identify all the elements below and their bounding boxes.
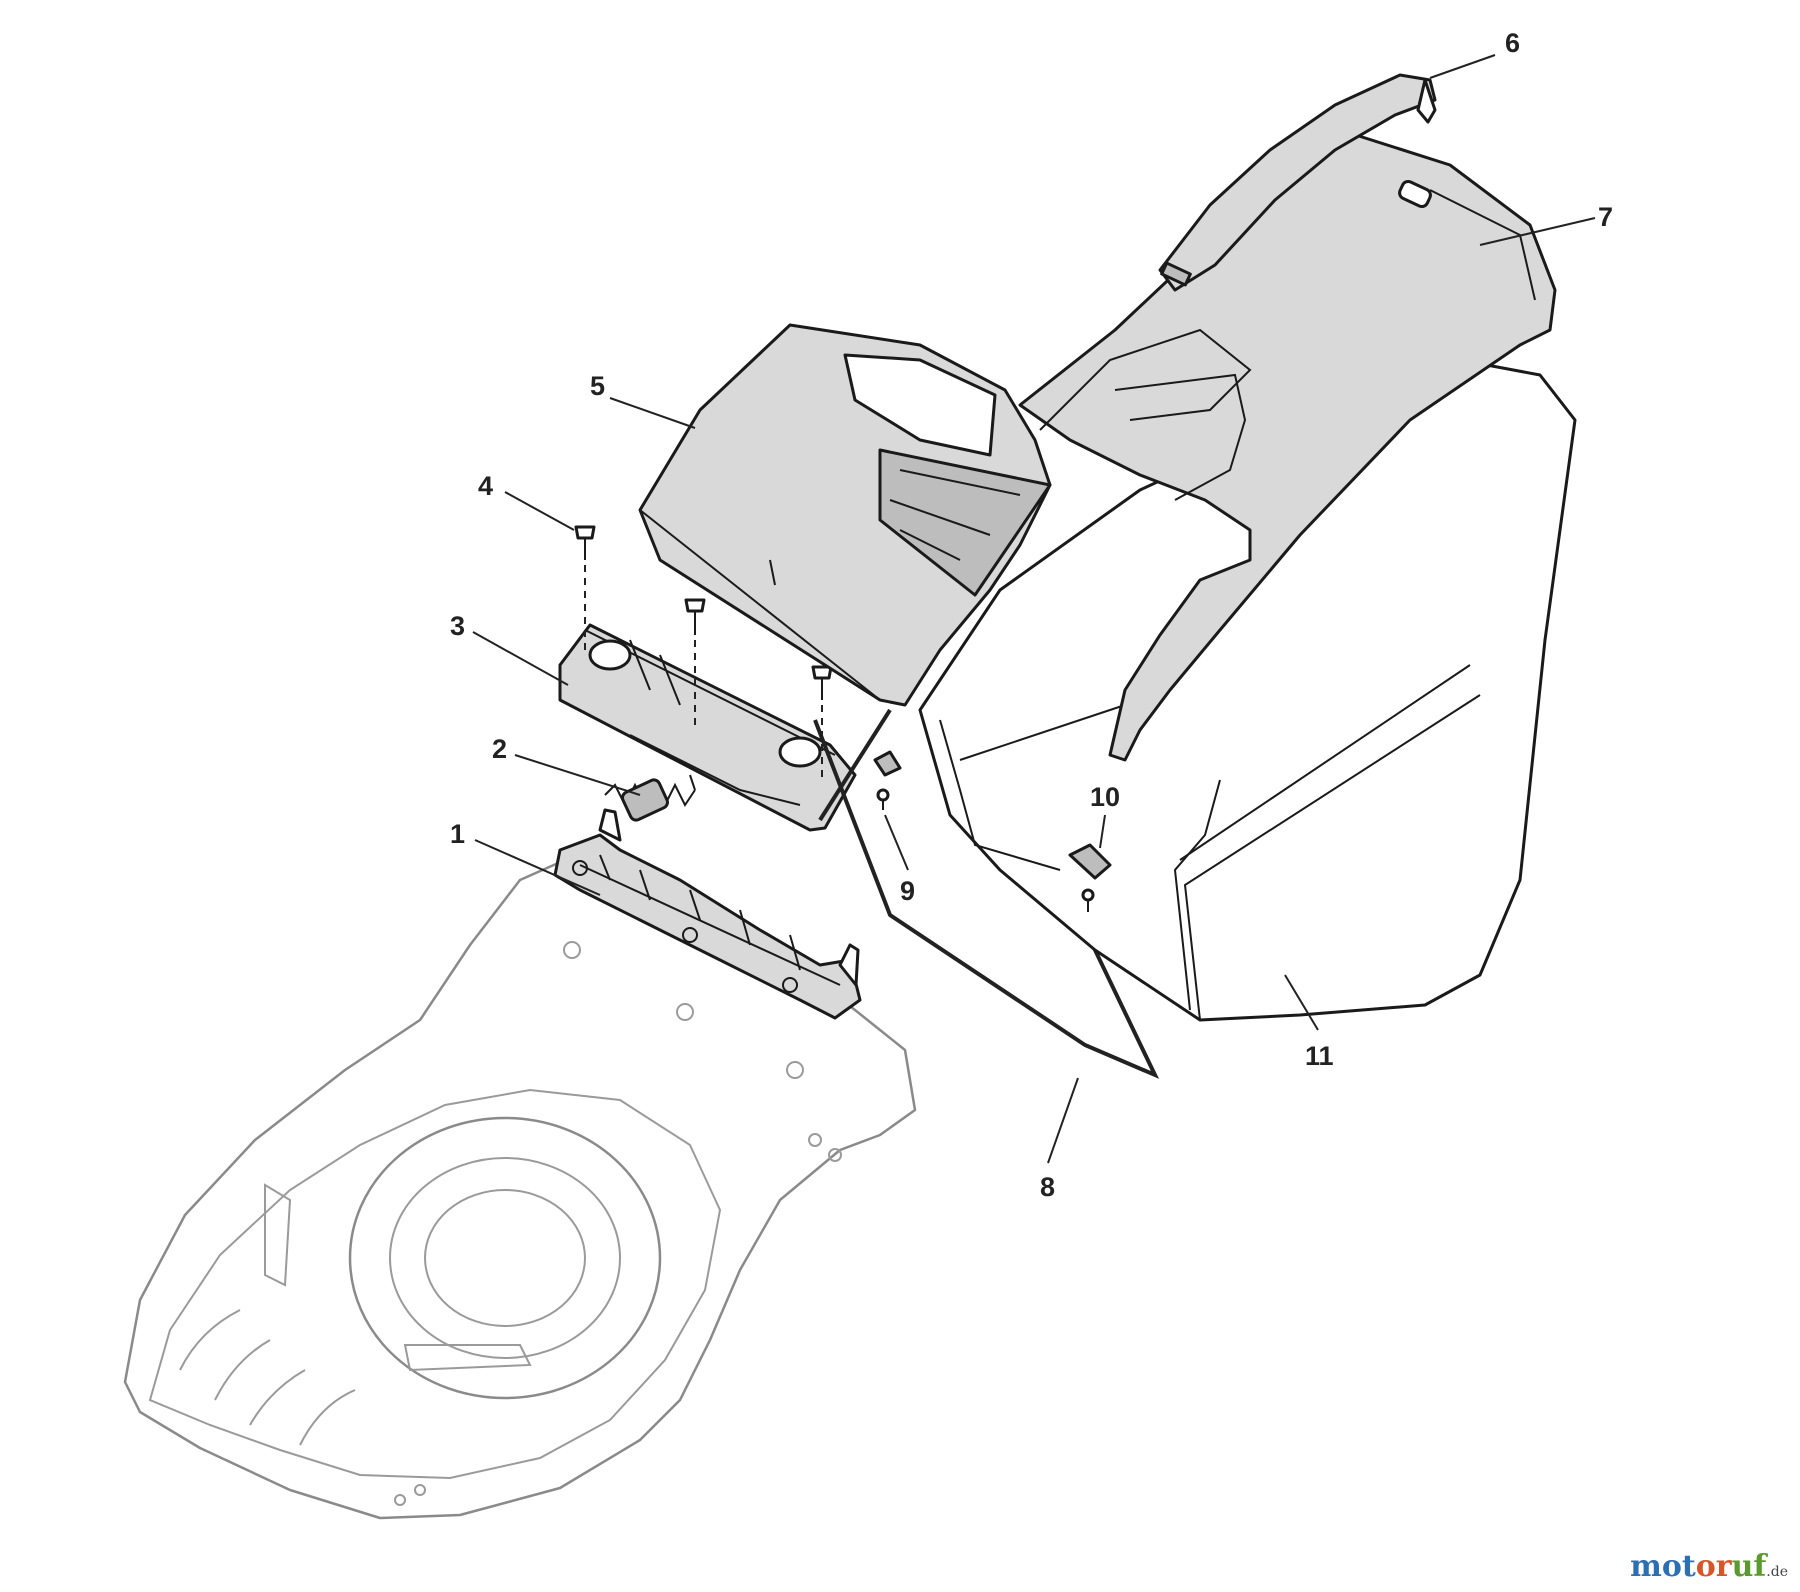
part-9-clip [873, 750, 902, 810]
mower-deck [123, 858, 917, 1520]
callout-2: 2 [492, 734, 507, 764]
part-10-clip [1068, 843, 1112, 912]
part-4-screws [574, 525, 833, 780]
callout-labels: 1 2 3 4 5 6 7 8 9 10 11 [450, 28, 1613, 1202]
part-2-spring [604, 774, 696, 822]
callout-1: 1 [450, 819, 465, 849]
callout-3: 3 [450, 611, 465, 641]
part-3-flap [558, 623, 857, 832]
part-6-handle [1158, 73, 1437, 292]
callout-7: 7 [1598, 202, 1613, 232]
callout-9: 9 [900, 876, 915, 906]
callout-6: 6 [1505, 28, 1520, 58]
watermark-part-b: or [1695, 1549, 1732, 1584]
watermark-part-c: uf [1731, 1549, 1767, 1584]
leader-lines [472, 54, 1596, 1164]
watermark-tld: .de [1766, 1564, 1788, 1580]
callout-5: 5 [590, 371, 605, 401]
watermark-part-a: mot [1630, 1549, 1696, 1584]
watermark-logo: motoruf.de [1630, 1549, 1788, 1584]
part-5-cover [638, 323, 1052, 707]
part-1-hinge-bracket [553, 808, 862, 1020]
callout-4: 4 [478, 471, 493, 501]
callout-10: 10 [1090, 782, 1120, 812]
callout-11: 11 [1305, 1041, 1334, 1071]
callout-8: 8 [1040, 1172, 1055, 1202]
